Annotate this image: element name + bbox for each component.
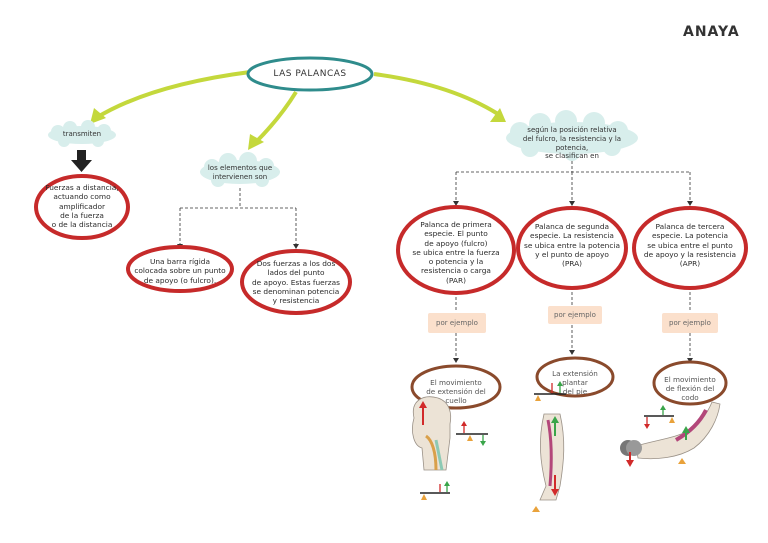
elementos-connectors bbox=[179, 188, 297, 246]
text-palanca-tercera: Palanca de tercera especie. La potencia … bbox=[643, 222, 737, 268]
text-palanca-segunda: Palanca de segunda especie. La resistenc… bbox=[524, 222, 620, 268]
title-oval bbox=[246, 56, 374, 92]
oval-segunda bbox=[516, 206, 628, 290]
oval-primera bbox=[396, 205, 516, 295]
text-palanca-primera: Palanca de primera especie. El punto de … bbox=[412, 220, 500, 285]
example-primera: El movimiento de extensión del cuello bbox=[426, 378, 486, 405]
arrow-elementos bbox=[254, 90, 298, 144]
arrowhead-elementos bbox=[248, 134, 264, 150]
example-segunda: La extensión plantar del pie bbox=[552, 369, 598, 396]
transmiten-result: Fuerzas a distancia, actuando como ampli… bbox=[45, 183, 119, 229]
text-fuerzas: Dos fuerzas a los dos lados del punto de… bbox=[251, 259, 341, 305]
tag-por-ejemplo-3: por ejemplo bbox=[669, 319, 711, 327]
illustration-elbow bbox=[620, 401, 721, 467]
black-arrow bbox=[71, 160, 92, 172]
label-transmiten: transmiten bbox=[62, 130, 102, 138]
tag-por-ejemplo-2: por ejemplo bbox=[554, 311, 596, 319]
illustration-foot bbox=[532, 381, 566, 512]
tag-ejemplo-1 bbox=[428, 313, 486, 333]
brand-logo: ANAYA bbox=[683, 24, 740, 40]
cloud-elementos bbox=[200, 152, 280, 187]
tag-por-ejemplo-1: por ejemplo bbox=[436, 319, 478, 327]
cloud-transmiten bbox=[48, 120, 116, 147]
arrow-transmiten bbox=[94, 70, 251, 120]
tag-ejemplo-2 bbox=[548, 306, 602, 324]
page-title: LAS PALANCAS bbox=[273, 69, 347, 79]
label-elementos: los elementos que intervienen son bbox=[207, 164, 273, 181]
oval-tercera bbox=[632, 206, 748, 290]
arrowhead-clasificacion bbox=[490, 108, 506, 122]
label-clasificacion: según la posición relativa del fulcro, l… bbox=[522, 126, 622, 161]
oval-barra bbox=[126, 245, 234, 293]
tag-ejemplo-3 bbox=[662, 313, 718, 333]
arrowhead-transmiten bbox=[90, 108, 106, 124]
oval-ejemplo-2 bbox=[535, 356, 615, 398]
illustration-neck bbox=[412, 396, 488, 500]
cloud-clasificacion bbox=[506, 110, 638, 161]
example-tercera: El movimiento de flexión del codo bbox=[664, 375, 716, 402]
text-barra: Una barra rígida colocada sobre un punto… bbox=[134, 257, 226, 285]
oval-fuerzas bbox=[240, 249, 352, 315]
arrow-clasificacion bbox=[373, 72, 500, 116]
oval-ejemplo-3 bbox=[652, 360, 728, 406]
oval-transmiten-result bbox=[34, 174, 130, 240]
clasificacion-connectors bbox=[455, 156, 691, 360]
